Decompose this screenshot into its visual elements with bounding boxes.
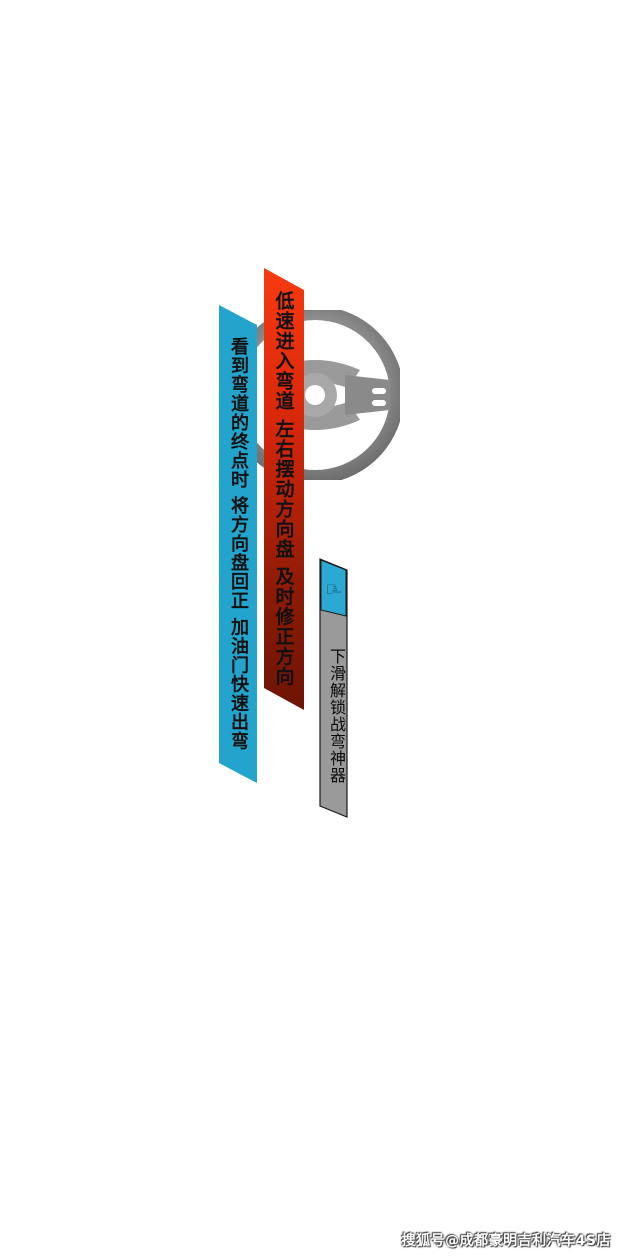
unlock-hint-frame — [319, 558, 348, 818]
instruction-text-entry: 低速进入弯道 左右摆动方向盘 及时修正方向 — [272, 291, 295, 687]
instruction-text-exit: 看到弯道的终点时 将方向盘回正 加油门快速出弯 — [228, 337, 249, 751]
instruction-banner-red: 低速进入弯道 左右摆动方向盘 及时修正方向 — [264, 268, 304, 710]
swipe-unlock-hint[interactable]: ☝ 下滑解锁战弯神器 — [319, 558, 348, 818]
instruction-banner-blue: 看到弯道的终点时 将方向盘回正 加油门快速出弯 — [219, 305, 257, 783]
unlock-hint-label: 下滑解锁战弯神器 — [327, 648, 346, 784]
pointing-hand-icon: ☝ — [322, 583, 344, 595]
source-watermark: 搜狐号@成都豪明吉利汽车4S店 — [401, 1233, 611, 1249]
